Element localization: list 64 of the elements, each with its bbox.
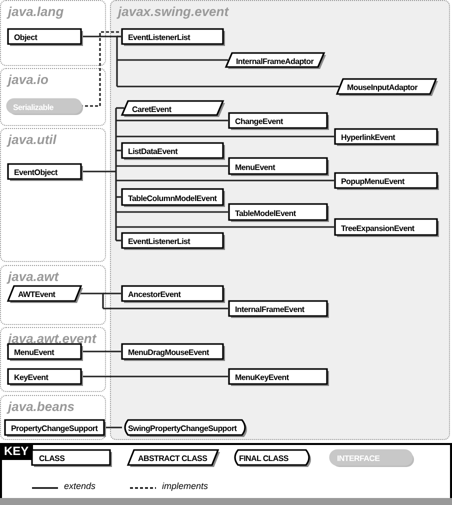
- extends-line: [116, 165, 228, 167]
- class-box: PropertyChangeSupport: [5, 420, 106, 437]
- abstract-class-box: MouseInputAdaptor: [337, 79, 438, 96]
- legend-final-class-sample: FINAL CLASS: [232, 450, 314, 467]
- class-box: HyperlinkEvent: [335, 129, 439, 146]
- extends-line: [80, 350, 121, 352]
- class-box: KeyEvent: [8, 369, 83, 386]
- package-label: javax.swing.event: [118, 4, 229, 19]
- abstract-class-box: InternalFrameAdaptor: [226, 53, 326, 69]
- class-box: MenuEvent: [229, 158, 329, 176]
- extends-line: [80, 376, 228, 378]
- extends-line: [103, 308, 228, 310]
- package-label: java.beans: [8, 399, 74, 414]
- package-group: [0, 128, 106, 262]
- extends-line: [116, 120, 228, 122]
- extends-line: [80, 36, 118, 86]
- class-box: MenuDragMouseEvent: [122, 344, 225, 361]
- class-box: TableModelEvent: [229, 204, 329, 222]
- package-group: [0, 68, 106, 126]
- extends-line: [117, 86, 339, 88]
- class-box: TableColumnModelEvent: [122, 189, 225, 207]
- extends-line: [116, 150, 121, 152]
- class-box: ListDataEvent: [122, 143, 225, 160]
- package-label: java.lang: [8, 4, 64, 19]
- package-group: [0, 395, 106, 440]
- implements-line: [80, 31, 121, 107]
- extends-line: [117, 59, 228, 61]
- class-box: TreeExpansionEvent: [335, 219, 439, 237]
- package-group: [0, 327, 106, 392]
- class-box: MenuKeyEvent: [229, 369, 329, 386]
- class-box: EventObject: [8, 164, 83, 181]
- extends-line: [103, 292, 121, 294]
- class-box: PopupMenuEvent: [335, 173, 439, 190]
- package-group: [0, 265, 106, 325]
- extends-line: [116, 240, 121, 242]
- class-box: MenuEvent: [8, 344, 83, 361]
- key-heading: KEY: [0, 443, 33, 460]
- class-box: Object: [8, 29, 83, 46]
- extends-line: [116, 226, 334, 228]
- class-box: InternalFrameEvent: [229, 301, 329, 318]
- package-label: java.util: [8, 132, 56, 147]
- extends-line: [116, 196, 121, 198]
- class-box: ChangeEvent: [229, 113, 329, 130]
- package-group: [0, 0, 106, 66]
- legend-abstract-class-sample: ABSTRACT CLASS: [128, 450, 220, 467]
- extends-line: [116, 136, 334, 138]
- class-box: AncestorEvent: [122, 286, 225, 303]
- package-label: java.awt: [8, 269, 59, 284]
- package-label: java.awt.event: [8, 331, 96, 346]
- class-box: EventListenerList: [122, 233, 225, 250]
- package-group: [110, 0, 450, 440]
- extends-line: [103, 426, 122, 428]
- extends-line: [117, 36, 121, 38]
- abstract-class-box: AWTEvent: [8, 286, 83, 303]
- legend-class-sample: CLASS: [32, 450, 112, 467]
- legend-label: extends: [64, 481, 96, 491]
- extends-line: [116, 107, 124, 109]
- class-box: EventListenerList: [122, 29, 225, 46]
- extends-line: [116, 211, 228, 213]
- abstract-class-box: CaretEvent: [122, 101, 225, 117]
- legend-label: implements: [162, 481, 208, 491]
- package-label: java.io: [8, 72, 48, 87]
- extends-line: [116, 180, 334, 182]
- extends-line: [80, 107, 117, 240]
